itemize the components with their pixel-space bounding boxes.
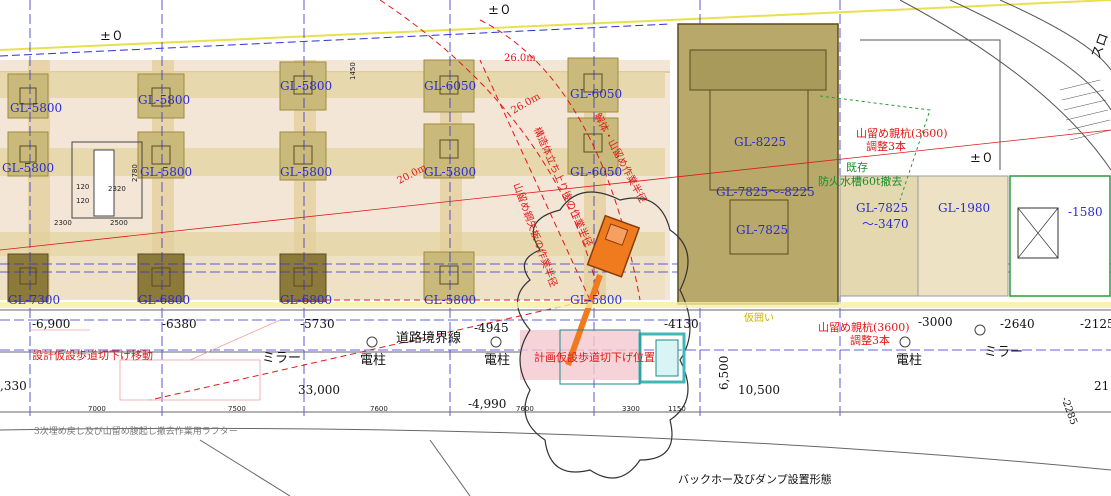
- gl-level-label: GL-7825: [856, 201, 909, 215]
- road-curves: [860, 0, 1111, 171]
- gl-level-label: GL-5800: [280, 79, 333, 93]
- level-zero-label: ±０: [970, 151, 994, 166]
- grid-line-top: [0, 23, 671, 57]
- pile-note: 山留め親杭(3600): [818, 321, 910, 334]
- gl-level-label: GL-8225: [734, 135, 787, 149]
- gl-level-label: GL-5800: [138, 93, 191, 107]
- gl-level-label: GL-1980: [938, 201, 991, 215]
- small-dimension: 2300: [54, 219, 72, 227]
- utility-pole-label: 電柱: [896, 353, 923, 368]
- dimension-label: 6,500: [717, 355, 731, 390]
- dimension-label: 10,500: [738, 383, 780, 397]
- small-dimension: 7000: [88, 405, 106, 413]
- dimension-label: -3000: [918, 315, 953, 329]
- gl-level-label: GL-7825～-8225: [716, 185, 815, 199]
- rafter-note: 3次埋め戻し及び山留め腹起し撤去作業用ラフター: [34, 427, 238, 437]
- pile-band-row-1: [0, 72, 665, 98]
- gl-level-label: GL-6050: [424, 79, 477, 93]
- small-dimension: 120: [76, 197, 90, 205]
- gl-level-label: GL-5800: [280, 165, 333, 179]
- small-dimension: 7600: [370, 405, 388, 413]
- dimension-label: -4,990: [468, 397, 507, 411]
- utility-pole-label: 電柱: [484, 353, 511, 368]
- small-dimension: 2500: [110, 219, 128, 227]
- walkway-note: 設計仮設歩道切下げ移動: [32, 349, 153, 362]
- pile-band-row-4: [0, 256, 665, 300]
- pile-caps: [7, 57, 619, 181]
- small-dimension: 7600: [516, 405, 534, 413]
- drawing-caption: バックホー及びダンプ設置形態: [678, 473, 832, 486]
- gl-level-label: GL-5800: [570, 293, 623, 307]
- small-dimension: 2320: [108, 185, 126, 193]
- gl-level-label: GL-5800: [424, 293, 477, 307]
- gl-level-label: GL-5800: [424, 165, 477, 179]
- dimension-label: -2125: [1080, 317, 1111, 331]
- small-dimension: 2780: [131, 164, 139, 182]
- dimension-label: -2640: [1000, 317, 1035, 331]
- gl-level-label: GL-6050: [570, 165, 623, 179]
- mirror-label: ミラー: [984, 345, 1024, 360]
- fence-note: 仮囲い: [744, 313, 774, 324]
- utility-pole-markers: [366, 324, 986, 348]
- gl-level-label: GL-7825: [736, 223, 789, 237]
- dump-truck-icon: [559, 329, 686, 385]
- gl-level-label: GL-6800: [138, 293, 191, 307]
- dimension-label: -6380: [162, 317, 197, 331]
- pile-note: 山留め親杭(3600): [856, 127, 948, 140]
- water-tank-note: 防火水槽60t撤去: [818, 175, 903, 188]
- dimension-label: -4945: [474, 321, 509, 335]
- level-zero-label: ±０: [488, 3, 512, 18]
- level-zero-label: ±０: [100, 29, 124, 44]
- small-dimension: 7500: [228, 405, 246, 413]
- water-tank-note: 既存: [846, 161, 868, 174]
- walkway-note: 計画仮設歩道切下げ位置: [534, 351, 655, 364]
- small-dimension: 1150: [668, 405, 686, 413]
- rough-terrain-crane-icon: [30, 319, 281, 401]
- work-zone-cloud: [517, 191, 691, 479]
- gl-level-label: GL-7300: [8, 293, 61, 307]
- pile-note: 調整3本: [866, 140, 906, 153]
- pile-caps-dark: [7, 253, 327, 303]
- small-dimension: 120: [76, 183, 90, 191]
- red-long-line: [0, 129, 1111, 251]
- pile-band-row-3: [0, 232, 665, 256]
- crane-radius-arcs: [149, 0, 641, 401]
- excavator-arm: [565, 273, 603, 367]
- dimension-label: -4130: [664, 317, 699, 331]
- gl-level-label: GL-5800: [10, 101, 63, 115]
- gl-level-label: GL-5800: [2, 161, 55, 175]
- excavator-icon: [586, 214, 641, 278]
- pile-note: 調整3本: [850, 334, 890, 347]
- pit-outline: [71, 141, 143, 219]
- gl-level-label: ～-3470: [862, 217, 909, 231]
- utility-pole-label: 電柱: [360, 353, 387, 368]
- gl-level-label: GL-6800: [280, 293, 333, 307]
- gl-level-label: GL-5800: [140, 165, 193, 179]
- water-tank-area: [839, 175, 919, 297]
- road-boundary-label: 道路境界線: [396, 331, 462, 346]
- dimension-label: ,330: [0, 379, 27, 393]
- dimension-label: 21: [1094, 379, 1110, 393]
- gl-level-label: GL-6050: [570, 87, 623, 101]
- small-dimension: 3300: [622, 405, 640, 413]
- radius-label: 26.0m: [504, 53, 536, 64]
- dimension-label: -6,900: [32, 317, 71, 331]
- dimension-label: -5730: [300, 317, 335, 331]
- dimension-label: 33,000: [298, 383, 340, 397]
- mirror-label: ミラー: [262, 351, 302, 366]
- small-dimension: 1450: [349, 62, 357, 80]
- gl-level-label: -1580: [1068, 205, 1103, 219]
